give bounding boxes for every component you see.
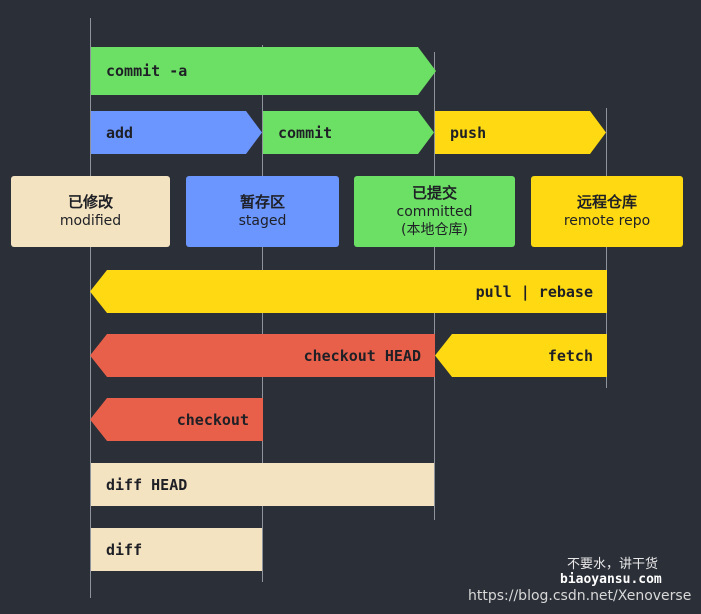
- modified-area-subtitle: modified: [59, 213, 122, 229]
- commit-a-arrow: commit -a: [91, 47, 436, 95]
- guide-line-modified: [90, 18, 91, 598]
- watermark-url[interactable]: https://blog.csdn.net/Xenoverse: [468, 588, 692, 604]
- staged-area-subtitle: staged: [238, 213, 287, 229]
- diff-head-bar: diff HEAD: [91, 463, 434, 506]
- add-label: add: [106, 123, 134, 142]
- pull-rebase-label: pull | rebase: [475, 282, 593, 301]
- fetch-label: fetch: [547, 346, 593, 365]
- fetch-arrow: fetch: [435, 334, 607, 377]
- watermark-slogan: 不要水，讲干货: [567, 557, 659, 572]
- push-arrow: push: [435, 111, 606, 154]
- committed-area-box: 已提交 committed (本地仓库): [354, 176, 515, 247]
- modified-area-box: 已修改 modified: [11, 176, 170, 247]
- checkout-label: checkout: [176, 410, 249, 429]
- committed-area-note: (本地仓库): [401, 221, 468, 238]
- committed-area-subtitle: committed: [396, 203, 473, 220]
- modified-area-title: 已修改: [67, 193, 113, 211]
- push-label: push: [450, 123, 487, 142]
- commit-label: commit: [278, 123, 333, 142]
- staged-area-box: 暂存区 staged: [186, 176, 339, 247]
- remote-area-title: 远程仓库: [576, 193, 637, 211]
- guide-line-remote: [606, 108, 607, 388]
- staged-area-title: 暂存区: [239, 193, 285, 211]
- diff-head-label: diff HEAD: [106, 475, 188, 494]
- diff-bar: diff: [91, 528, 262, 571]
- checkout-arrow: checkout: [90, 398, 263, 441]
- commit-a-label: commit -a: [106, 62, 188, 80]
- remote-area-box: 远程仓库 remote repo: [531, 176, 683, 247]
- pull-rebase-arrow: pull | rebase: [90, 270, 607, 313]
- commit-arrow: commit: [263, 111, 434, 154]
- checkout-head-arrow: checkout HEAD: [90, 334, 435, 377]
- watermark-site: biaoyansu.com: [560, 572, 662, 587]
- add-arrow: add: [91, 111, 262, 154]
- checkout-head-label: checkout HEAD: [303, 346, 421, 365]
- committed-area-title: 已提交: [411, 183, 457, 202]
- diff-label: diff: [106, 540, 143, 559]
- guide-line-staged: [262, 45, 263, 582]
- remote-area-subtitle: remote repo: [563, 213, 651, 229]
